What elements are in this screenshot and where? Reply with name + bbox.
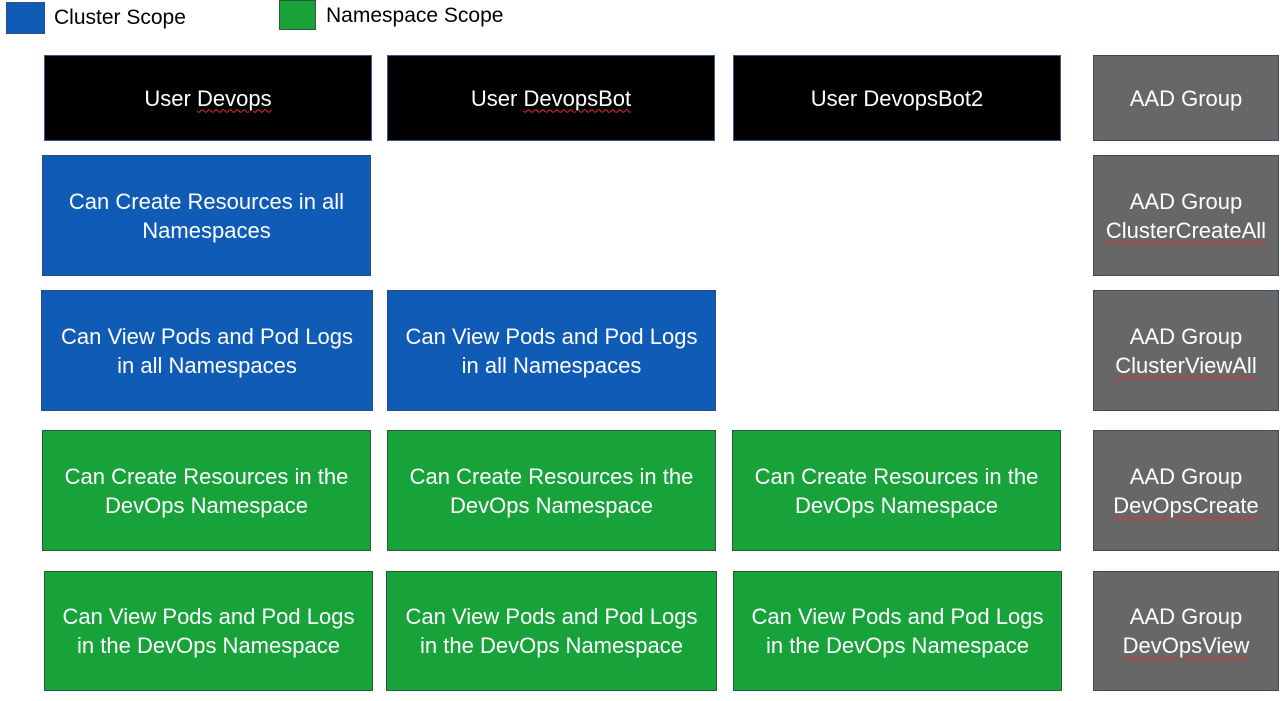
aad-group-header-box: AAD Group [1093, 55, 1279, 141]
user-devopsbot2-name: DevopsBot2 [863, 85, 984, 111]
aad-group-cluster-view-all: AAD Group ClusterViewAll [1093, 290, 1279, 411]
namespace-scope-swatch [279, 0, 316, 30]
permission-label: Can View Pods and Pod Logs in the DevOps… [405, 604, 698, 658]
aad-group-prefix: AAD Group [1129, 604, 1243, 629]
aad-group-prefix: AAD Group [1129, 463, 1243, 489]
aad-group-prefix: AAD Group [1129, 323, 1243, 349]
aad-group-devops-create: AAD Group DevOpsCreate [1093, 430, 1279, 551]
permission-label: Can View Pods and Pod Logs in the DevOps… [751, 604, 1044, 658]
aad-group-cluster-create-all: AAD Group ClusterCreateAll [1093, 155, 1279, 276]
permission-view-devops-devops: Can View Pods and Pod Logs in the DevOps… [44, 571, 373, 691]
user-prefix: User [470, 85, 524, 111]
user-prefix: User [810, 85, 864, 111]
aad-group-header-label: AAD Group [1129, 85, 1243, 111]
user-prefix: User [144, 85, 197, 111]
permission-view-all-devops: Can View Pods and Pod Logs in all Namesp… [41, 290, 373, 411]
permission-create-devops-devops: Can Create Resources in the DevOps Names… [42, 430, 371, 551]
permission-view-devops-devopsbot: Can View Pods and Pod Logs in the DevOps… [386, 571, 717, 691]
user-devopsbot-box: User DevopsBot [387, 55, 715, 141]
user-devopsbot2-box: User DevopsBot2 [733, 55, 1061, 141]
permission-label: Can View Pods and Pod Logs in all Namesp… [405, 323, 698, 378]
aad-group-prefix: AAD Group [1129, 188, 1243, 214]
permission-label: Can Create Resources in the DevOps Names… [409, 463, 694, 518]
permission-view-all-devopsbot: Can View Pods and Pod Logs in all Namesp… [387, 290, 716, 411]
permission-label: Can View Pods and Pod Logs in the DevOps… [62, 604, 355, 658]
permission-create-devops-devopsbot2: Can Create Resources in the DevOps Names… [732, 430, 1061, 551]
user-devops-name: Devops [196, 85, 272, 111]
user-devops-box: User Devops [44, 55, 372, 141]
legend-cluster-scope: Cluster Scope [6, 2, 206, 34]
permission-create-devops-devopsbot: Can Create Resources in the DevOps Names… [387, 430, 716, 551]
aad-group-name: DevOpsCreate [1113, 492, 1259, 518]
cluster-scope-label: Cluster Scope [54, 6, 186, 29]
legend-namespace-scope: Namespace Scope [279, 0, 539, 32]
aad-group-name: DevOpsView [1122, 633, 1250, 658]
cluster-scope-swatch [6, 2, 45, 34]
permission-label: Can View Pods and Pod Logs in all Namesp… [61, 323, 353, 378]
aad-group-name: ClusterCreateAll [1105, 217, 1267, 243]
aad-group-name: ClusterViewAll [1115, 352, 1257, 378]
permission-label: Can Create Resources in the DevOps Names… [64, 463, 349, 518]
permission-label: Can Create Resources in all Namespaces [68, 188, 345, 243]
namespace-scope-label: Namespace Scope [326, 4, 504, 27]
permission-view-devops-devopsbot2: Can View Pods and Pod Logs in the DevOps… [733, 571, 1062, 691]
user-devopsbot-name: DevopsBot [523, 85, 632, 111]
permission-label: Can Create Resources in the DevOps Names… [754, 463, 1039, 518]
permission-create-all-devops: Can Create Resources in all Namespaces [42, 155, 371, 276]
aad-group-devops-view: AAD Group DevOpsView [1093, 571, 1279, 691]
